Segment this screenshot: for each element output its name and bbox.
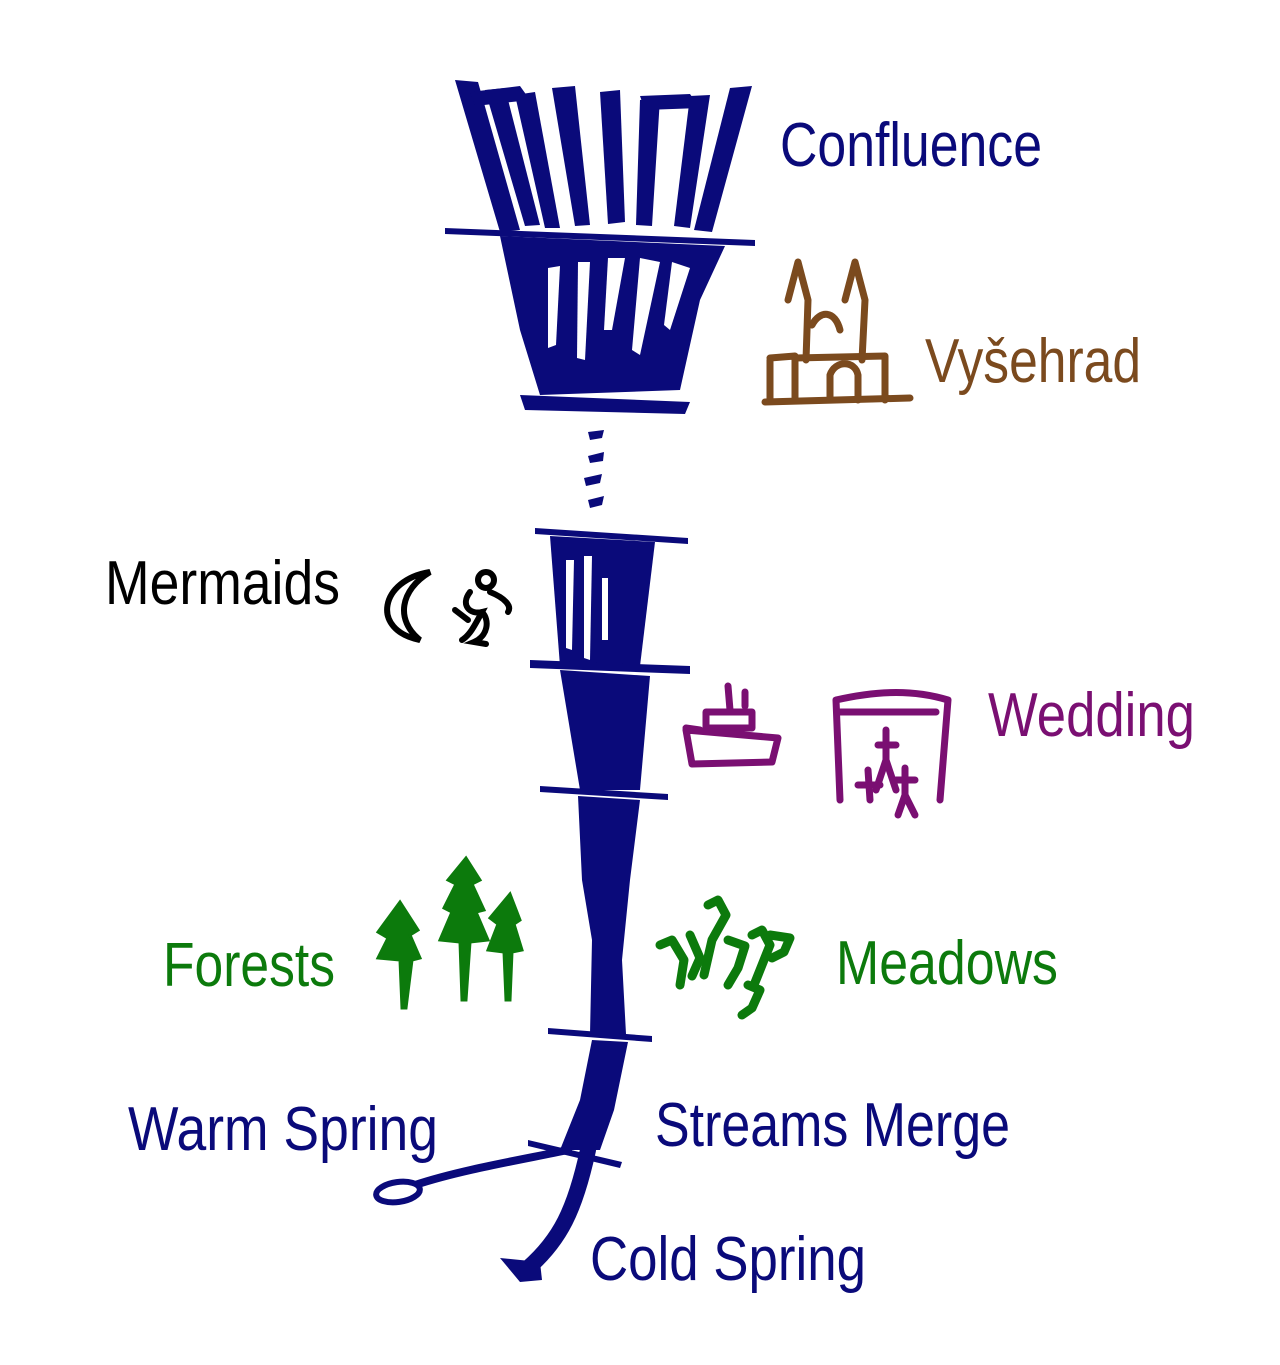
labels: Confluence Vyšehrad Mermaids Wedding For… <box>105 111 1195 1294</box>
label-mermaids: Mermaids <box>105 549 340 618</box>
tree-icon <box>437 855 491 1002</box>
river-confluence-section <box>445 80 755 246</box>
river-wedding-section <box>540 670 668 800</box>
label-meadows: Meadows <box>836 929 1058 998</box>
label-wedding: Wedding <box>988 681 1195 750</box>
label-forests: Forests <box>163 931 335 1000</box>
label-streams-merge: Streams Merge <box>655 1091 1010 1160</box>
river-cold-spring-branch <box>500 1142 596 1282</box>
cake-icon <box>682 682 782 768</box>
tree-icon <box>485 891 524 1002</box>
river <box>373 80 755 1282</box>
river-streams-merge-section <box>528 1040 628 1168</box>
river-vysehrad-highlights <box>548 258 690 360</box>
wedding-arch-icon <box>832 689 952 819</box>
label-cold-spring: Cold Spring <box>590 1225 866 1294</box>
river-warm-spring-branch <box>373 1146 572 1206</box>
mermaid-icon <box>452 569 512 647</box>
river-forests-meadows-section <box>548 796 652 1042</box>
crescent-moon-icon <box>384 569 432 643</box>
river-dashed-gap <box>584 430 604 508</box>
castle-icon <box>761 258 914 406</box>
label-confluence: Confluence <box>780 111 1042 180</box>
tree-icon <box>375 899 423 1010</box>
label-warm-spring: Warm Spring <box>128 1095 438 1164</box>
meadow-plant-icon <box>655 895 795 1020</box>
river-mermaids-section <box>530 528 690 674</box>
label-vysehrad: Vyšehrad <box>925 327 1141 396</box>
